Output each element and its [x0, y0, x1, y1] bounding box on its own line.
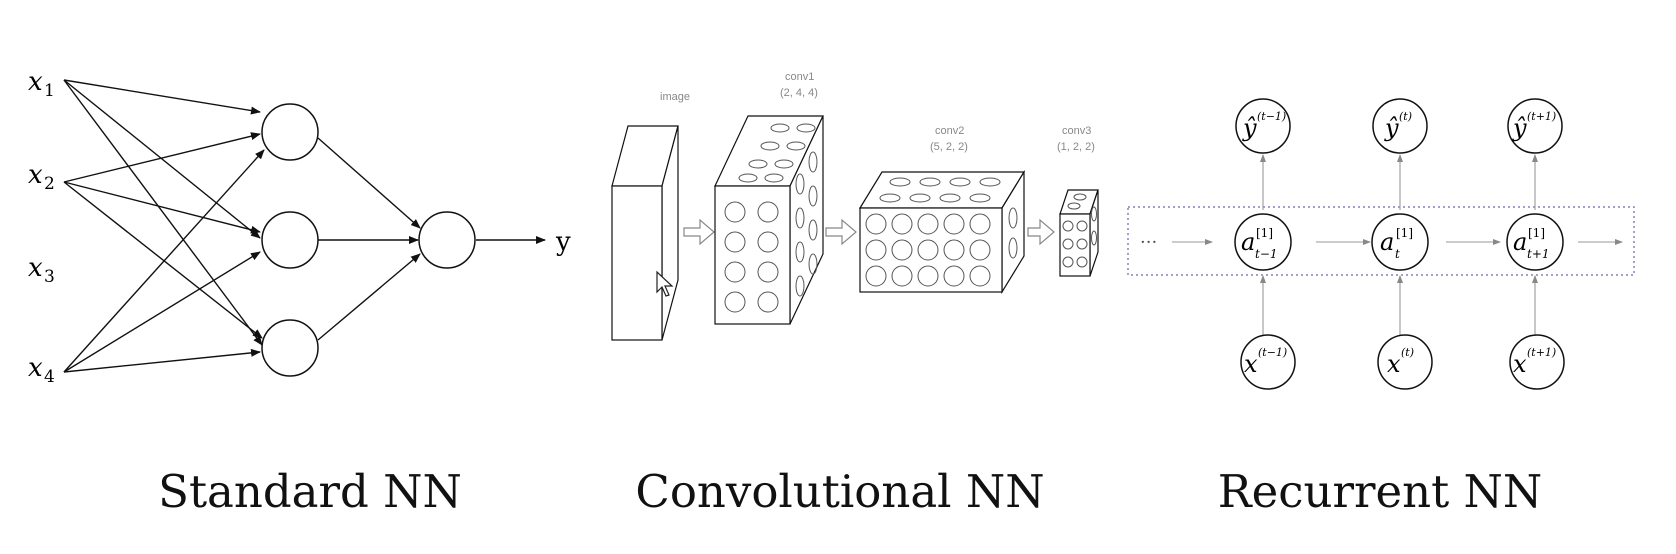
edge	[63, 251, 261, 373]
mouse-cursor-icon	[656, 270, 674, 297]
edge	[63, 132, 261, 183]
conv2-dims: (5, 2, 2)	[930, 141, 968, 153]
flow-arrow	[1027, 218, 1055, 246]
svg-text:(t+1): (t+1)	[1527, 110, 1556, 123]
output-node	[418, 211, 476, 269]
conv1-block	[714, 115, 824, 325]
svg-text:t−1: t−1	[1255, 247, 1278, 261]
rnn-output-node: ŷ (t+1)	[1507, 98, 1563, 154]
edge	[63, 79, 263, 346]
svg-text:[1]: [1]	[1528, 226, 1545, 240]
edge	[317, 137, 421, 229]
conv1-dims: (2, 4, 4)	[780, 87, 818, 99]
image-label: image	[660, 91, 690, 103]
rnn-hidden-node: a [1] t+1	[1506, 213, 1564, 271]
input-label-x3: x 3	[28, 253, 55, 287]
svg-text:2: 2	[44, 174, 55, 194]
edge	[63, 348, 261, 373]
svg-text:(t): (t)	[1399, 110, 1412, 123]
edge	[63, 181, 263, 339]
hidden-node	[261, 211, 319, 269]
svg-text:(t−1): (t−1)	[1257, 110, 1286, 123]
standard-nn-diagram: x 1 x 2 x 3 x 4	[28, 67, 571, 387]
svg-text:(t+1): (t+1)	[1527, 346, 1556, 359]
conv3-block	[1059, 189, 1099, 277]
svg-text:ŷ: ŷ	[1512, 114, 1527, 142]
hidden-output-edges	[317, 137, 546, 341]
svg-text:[1]: [1]	[1396, 226, 1413, 240]
edge	[63, 79, 261, 115]
rnn-hidden-node: a [1] t−1	[1234, 213, 1292, 271]
svg-text:4: 4	[44, 367, 55, 387]
svg-text:1: 1	[44, 81, 55, 101]
flow-arrow	[825, 218, 857, 246]
svg-text:[1]: [1]	[1256, 226, 1273, 240]
svg-text:x: x	[28, 67, 43, 97]
svg-text:t+1: t+1	[1527, 247, 1550, 261]
rnn-diagram: ··· ŷ (t−1) ŷ (t) ŷ (t+1)	[1127, 98, 1635, 390]
svg-text:x: x	[1387, 350, 1401, 378]
rnn-output-node: ŷ (t−1)	[1235, 98, 1291, 154]
svg-text:x: x	[1513, 350, 1527, 378]
input-label-x2: x 2	[28, 160, 55, 194]
recurrent-nn-caption: Recurrent NN	[1217, 465, 1543, 518]
svg-text:ŷ: ŷ	[1242, 114, 1257, 142]
input-hidden-edges	[63, 79, 265, 373]
edge	[63, 79, 261, 239]
rnn-input-node: x (t)	[1377, 334, 1433, 390]
ellipsis-left: ···	[1140, 232, 1157, 253]
edge	[317, 253, 421, 341]
svg-text:x: x	[1244, 350, 1258, 378]
edge	[63, 149, 265, 373]
conv1-name: conv1	[785, 71, 814, 83]
cnn-diagram: image conv1 (2, 4, 4)	[611, 71, 1099, 341]
rnn-hidden-node: a [1] t	[1371, 213, 1429, 271]
svg-text:a: a	[1380, 228, 1394, 256]
conv2-block	[858, 169, 1026, 295]
svg-text:ŷ: ŷ	[1384, 114, 1399, 142]
rnn-input-node: x (t+1)	[1509, 334, 1565, 390]
svg-text:t: t	[1395, 247, 1400, 261]
svg-text:(t−1): (t−1)	[1258, 346, 1287, 359]
input-label-x4: x 4	[28, 353, 55, 387]
svg-text:x: x	[28, 353, 43, 383]
standard-nn-caption: Standard NN	[158, 465, 462, 518]
conv3-name: conv3	[1062, 125, 1091, 137]
rnn-input-node: x (t−1)	[1240, 334, 1296, 390]
svg-text:a: a	[1241, 228, 1255, 256]
conv3-dims: (1, 2, 2)	[1057, 141, 1095, 153]
svg-text:x: x	[28, 160, 43, 190]
input-label-x1: x 1	[28, 67, 55, 101]
flow-arrow	[683, 218, 715, 246]
hidden-node	[261, 319, 319, 377]
hidden-layer-box	[1127, 206, 1635, 276]
convolutional-nn-caption: Convolutional NN	[635, 465, 1045, 518]
image-input-slab	[611, 125, 679, 341]
edge	[63, 181, 261, 234]
svg-text:a: a	[1513, 228, 1527, 256]
svg-text:(t): (t)	[1401, 346, 1414, 359]
hidden-node	[261, 103, 319, 161]
conv2-name: conv2	[935, 125, 964, 137]
svg-text:3: 3	[44, 267, 55, 287]
svg-text:x: x	[28, 253, 43, 283]
rnn-output-node: ŷ (t)	[1372, 98, 1428, 154]
output-label: y	[555, 227, 571, 257]
